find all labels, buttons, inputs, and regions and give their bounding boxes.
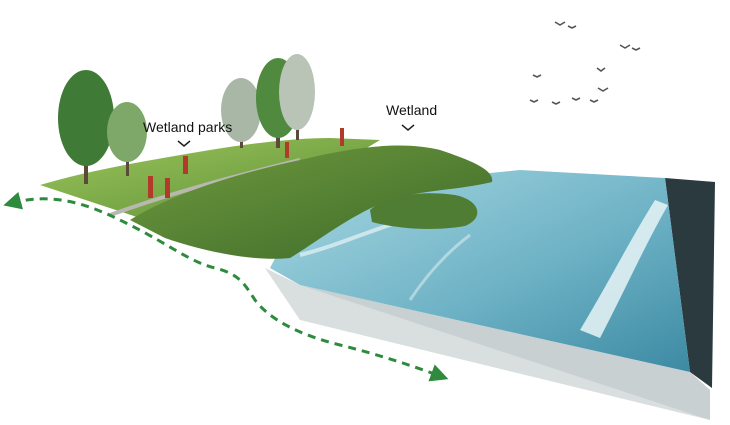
label-pointer	[401, 124, 415, 131]
tree	[279, 54, 315, 140]
bird	[571, 97, 581, 101]
bird	[596, 67, 606, 72]
person-figure	[285, 142, 289, 158]
wetland-parks-label-group: Wetland parks	[143, 119, 232, 147]
tree	[107, 102, 147, 176]
person-figure	[148, 176, 153, 198]
tree	[221, 78, 261, 148]
trees	[58, 54, 315, 184]
tree	[58, 70, 114, 184]
bird	[554, 21, 566, 26]
person-figure	[165, 178, 170, 198]
birds	[529, 21, 641, 105]
bird	[532, 74, 542, 78]
bird	[529, 99, 539, 103]
visitor-figures	[148, 128, 344, 198]
bird	[631, 47, 641, 51]
bird	[567, 25, 577, 29]
bird	[597, 87, 609, 92]
bird	[619, 44, 631, 49]
person-figure	[340, 128, 344, 146]
bird	[551, 101, 561, 105]
wetland-parks-label: Wetland parks	[143, 119, 232, 135]
label-pointer	[177, 140, 191, 147]
bird	[589, 99, 599, 103]
wetland-label: Wetland	[386, 102, 437, 118]
person-figure	[183, 156, 188, 174]
coastline-dashed-arrow	[3, 191, 449, 382]
wetland-label-group: Wetland	[386, 102, 437, 131]
